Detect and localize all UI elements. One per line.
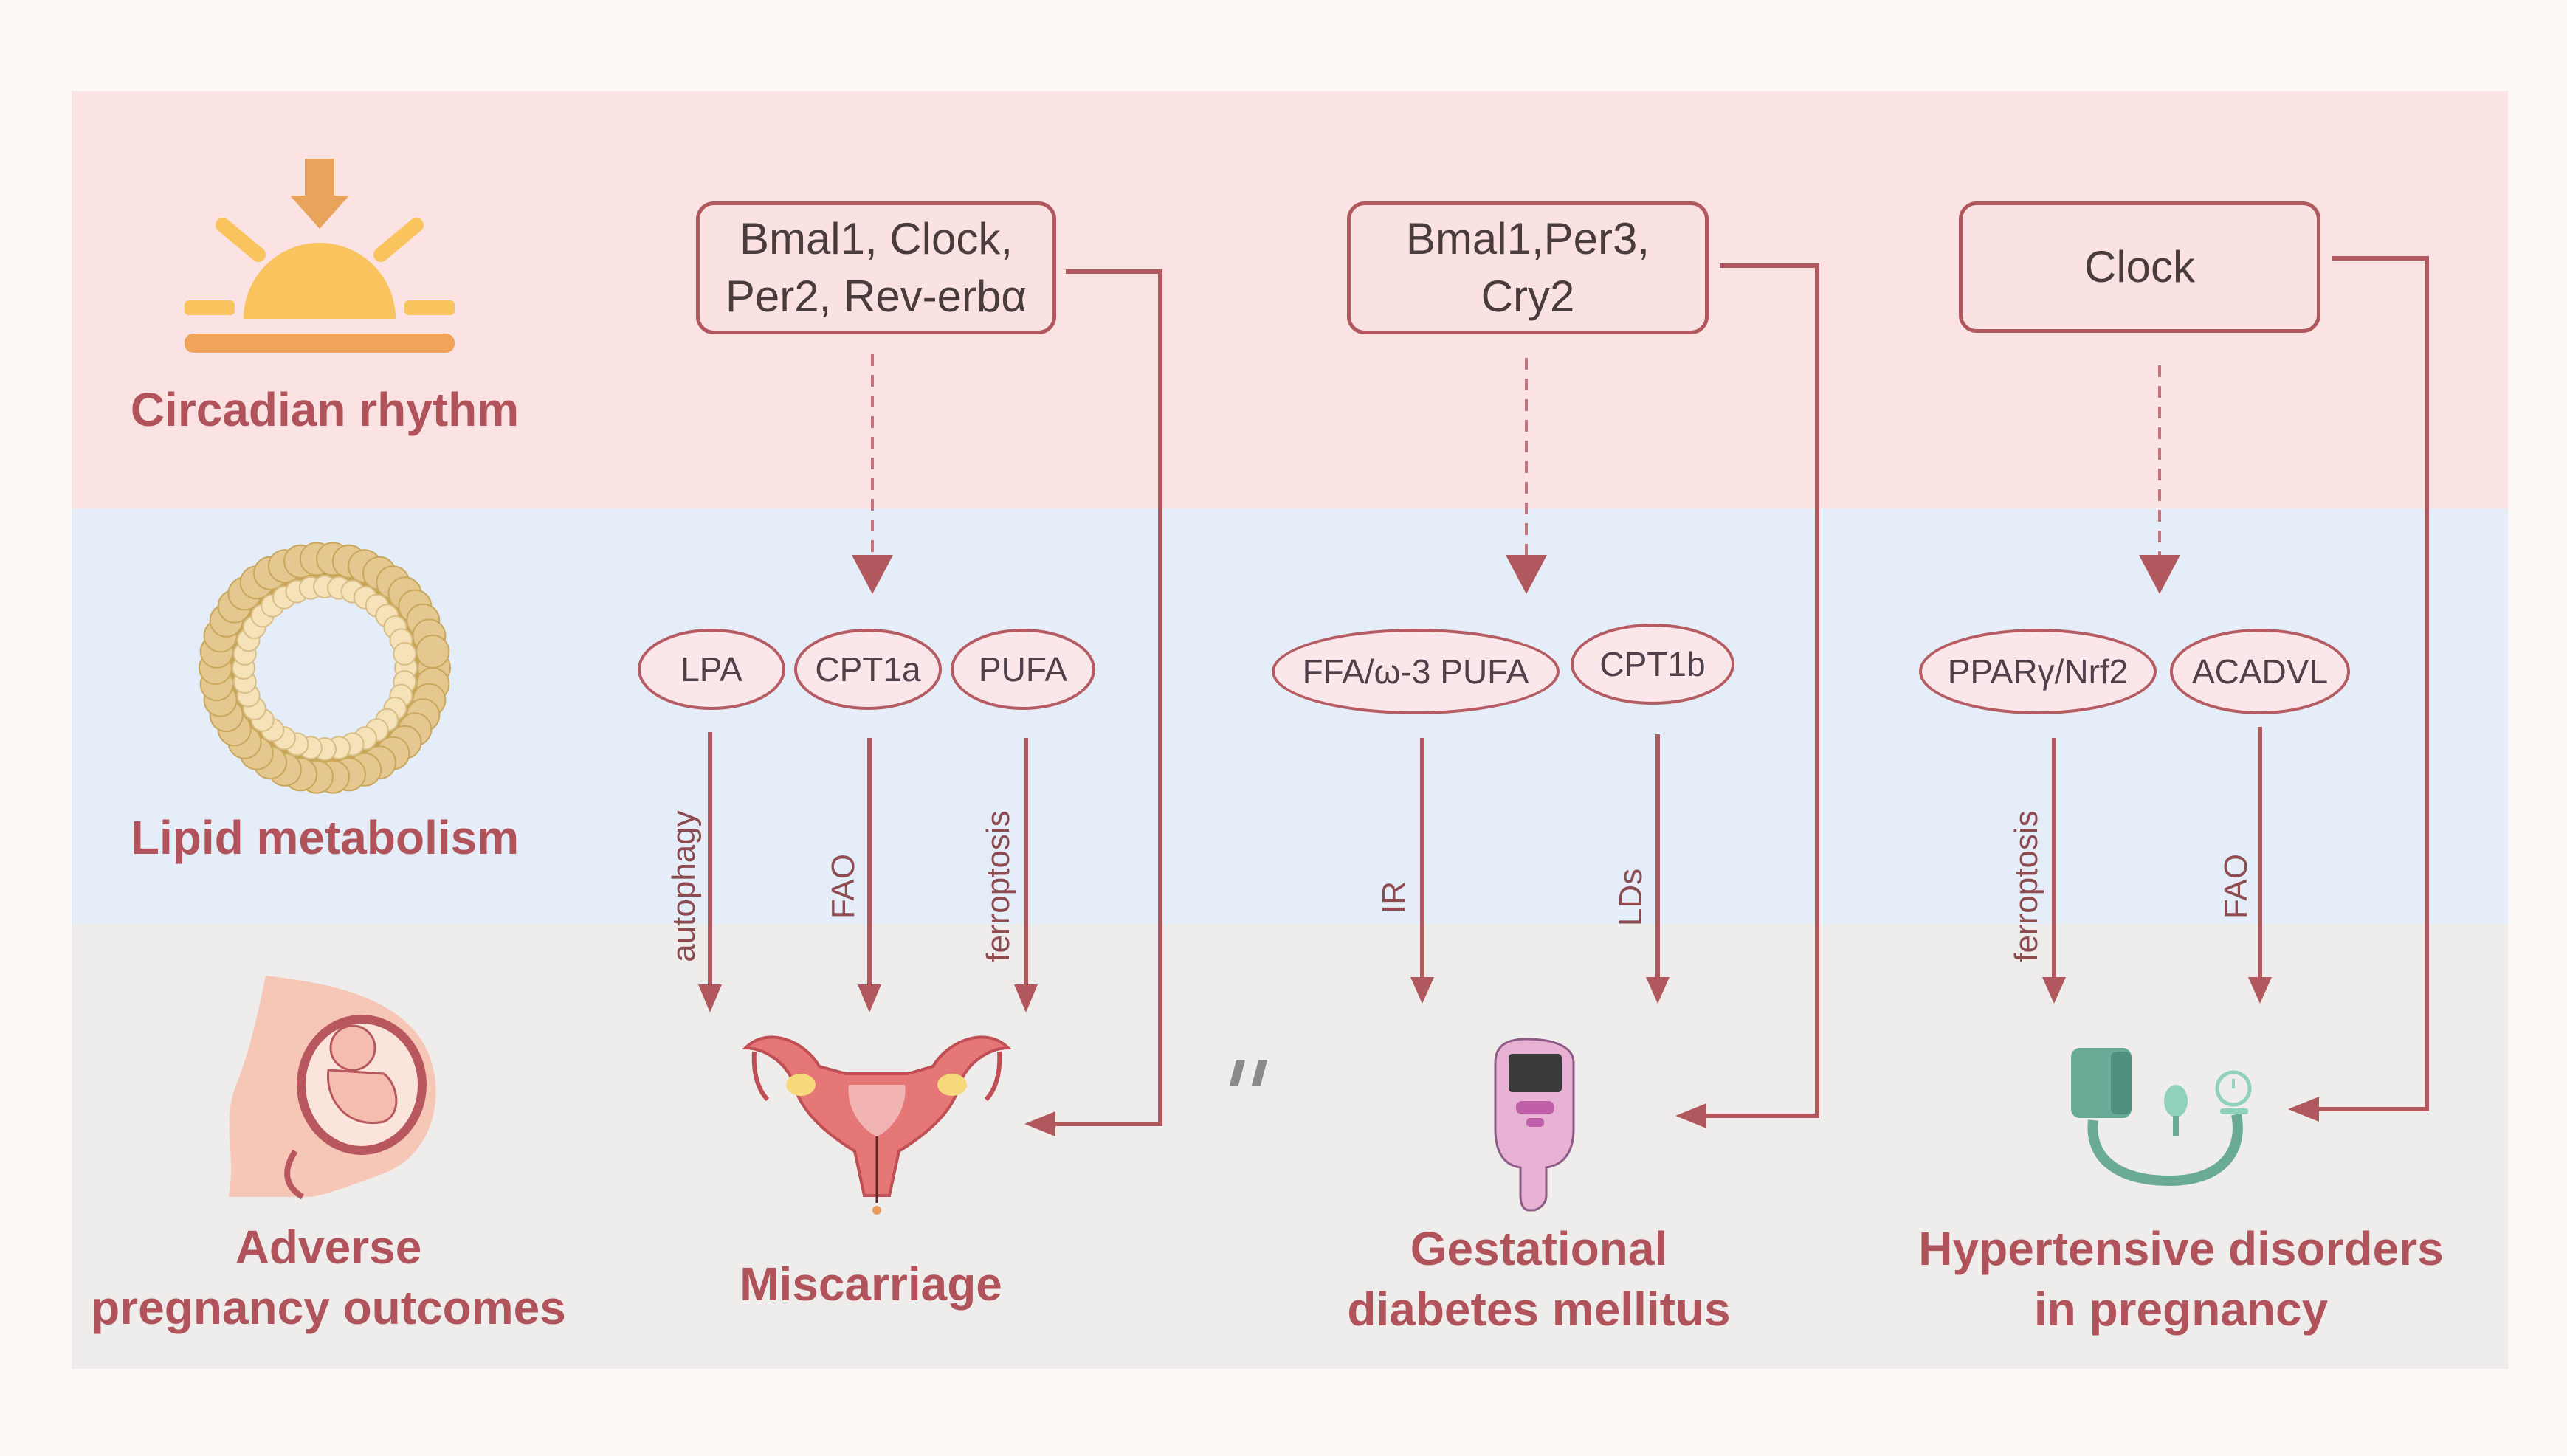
lipid-lpa: LPA: [638, 629, 785, 710]
dashed-arrow-heads: [852, 555, 2180, 594]
gene-box-gdm: Bmal1,Per3, Cry2: [1347, 201, 1709, 334]
row-label-lipid: Lipid metabolism: [130, 811, 520, 864]
pregnancy-icon: [229, 976, 436, 1200]
solid-down-arrows: [708, 727, 2262, 989]
lipid-ppargamma-nrf2: PPARγ/Nrf2: [1919, 629, 2157, 714]
row-label-adverse: Adverse pregnancy outcomes: [91, 1221, 566, 1334]
lipid-acadvl: ACADVL: [2170, 629, 2350, 714]
band-adverse: [72, 924, 2508, 1369]
blood-pressure-monitor-icon: [2071, 1048, 2252, 1187]
row-label-circadian: Circadian rhythm: [130, 383, 520, 436]
lipid-pufa: PUFA: [951, 629, 1095, 710]
uterus-icon: [742, 1035, 1012, 1215]
outcome-miscarriage: Miscarriage: [740, 1257, 1002, 1311]
elbow-heads: [1024, 1097, 2319, 1136]
liposome-icon: [199, 542, 451, 794]
outcome-gdm: Gestational diabetes mellitus: [1347, 1222, 1731, 1336]
solid-down-heads: [698, 977, 2272, 1012]
outcome-hdp: Hypertensive disorders in pregnancy: [1918, 1222, 2444, 1336]
lipid-cpt1a: CPT1a: [794, 629, 942, 710]
gene-box-miscarriage: Bmal1, Clock, Per2, Rev-erbα: [696, 201, 1056, 334]
lipid-ffa-omega3-pufa: FFA/ω-3 PUFA: [1272, 629, 1560, 714]
glucometer-icon: [1229, 1038, 1575, 1212]
band-lipid: [72, 508, 2508, 924]
lipid-cpt1b: CPT1b: [1571, 624, 1734, 705]
elbow-arrows: [1054, 256, 2429, 1126]
dashed-arrows: [871, 354, 2161, 557]
gene-box-hdp: Clock: [1959, 201, 2320, 333]
sun-icon: [185, 159, 455, 353]
